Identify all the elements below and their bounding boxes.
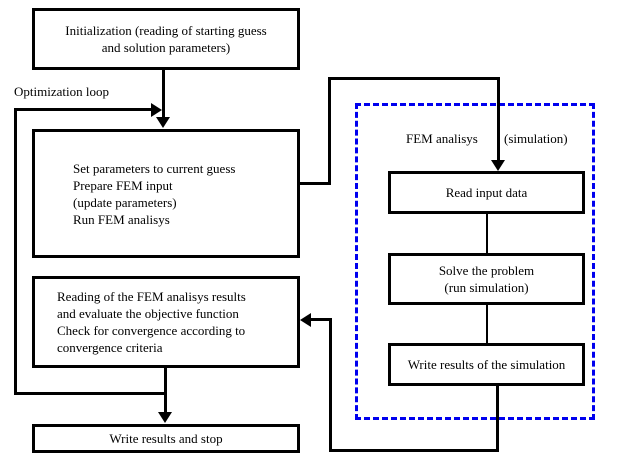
node-write-simulation-line-1: Write results of the simulation [407,357,566,372]
node-set-parameters[interactable]: Set parameters to current guess Prepare … [32,129,300,258]
connector-return-bottom-horizontal [329,449,499,452]
node-reading-results-line-1: Reading of the FEM analisys results [57,289,246,304]
node-reading-results-line-4: convergence criteria [57,340,163,355]
fem-analysis-group-label-right: (simulation) [504,131,568,146]
node-solve-problem-line-1: Solve the problem [438,263,535,278]
arrow-loop-into-trunk [151,103,162,117]
connector-return-up-vertical [329,318,332,452]
connector-setparams-up-vertical [328,77,331,185]
node-reading-results-line-2: and evaluate the objective function [57,306,239,321]
node-reading-results-line-3: Check for convergence according to [57,323,246,338]
connector-return-into-reading [311,318,332,321]
node-initialization-line-2: and solution parameters) [101,40,231,55]
arrow-init-to-setparams [156,117,170,128]
node-write-stop-line-1: Write results and stop [109,431,223,446]
fem-analysis-group-border [355,103,595,420]
arrow-reading-to-writestop [158,412,172,423]
node-solve-problem[interactable]: Solve the problem (run simulation) [388,253,585,305]
node-write-simulation[interactable]: Write results of the simulation [388,343,585,386]
node-write-stop[interactable]: Write results and stop [32,424,300,453]
connector-loop-bottom-horizontal [14,392,166,395]
connector-solve-to-writesim [486,305,488,343]
node-initialization[interactable]: Initialization (reading of starting gues… [32,8,300,70]
connector-top-to-fem-horizontal [328,77,500,80]
fem-analysis-group-label-left: FEM analisys [406,131,478,146]
connector-down-into-readinput [497,77,500,162]
node-set-parameters-line-1: Set parameters to current guess [73,160,236,176]
node-set-parameters-line-3: (update parameters) [73,194,177,210]
connector-writesim-down-vertical [496,386,499,452]
connector-init-to-setparams [162,70,165,118]
arrow-return-into-reading [300,313,311,327]
node-read-input-data-line-1: Read input data [445,185,528,200]
node-set-parameters-line-4: Run FEM analisys [73,211,170,227]
node-initialization-line-1: Initialization (reading of starting gues… [65,23,267,38]
connector-setparams-right-stub [300,182,331,185]
connector-loop-top-horizontal [14,108,152,111]
connector-loop-left-vertical [14,108,17,395]
arrow-into-readinput [491,160,505,171]
node-reading-results[interactable]: Reading of the FEM analisys results and … [32,276,300,368]
connector-reading-to-writestop [164,368,167,413]
node-solve-problem-line-2: (run simulation) [444,280,529,295]
optimization-loop-label: Optimization loop [14,84,109,99]
connector-readinput-to-solve [486,214,488,253]
node-read-input-data[interactable]: Read input data [388,171,585,214]
node-set-parameters-line-2: Prepare FEM input [73,177,173,193]
